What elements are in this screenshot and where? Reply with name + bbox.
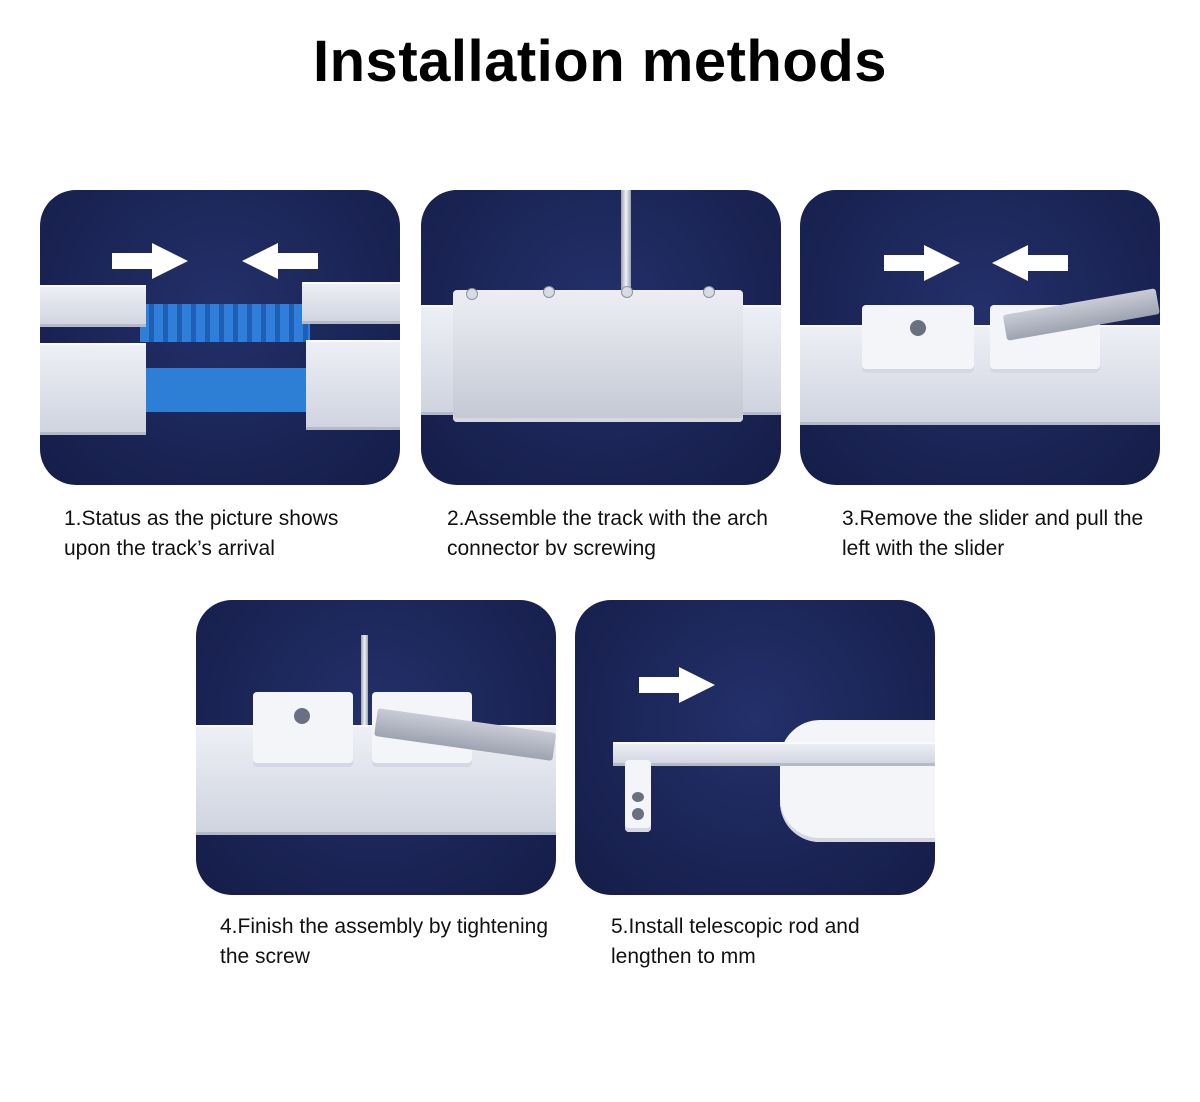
screw-icon (543, 286, 555, 298)
step-5-caption: 5.Install telescopic rod and lengthen to… (611, 915, 860, 968)
screw-icon (703, 286, 715, 298)
track-left-lower (40, 343, 146, 435)
step-4-image (196, 600, 556, 895)
motor-housing (780, 720, 935, 842)
slider-left (862, 305, 974, 373)
track-right-upper (302, 282, 400, 324)
slider-hole (910, 320, 926, 336)
screw-shaft (361, 635, 368, 755)
flat-belt (140, 368, 310, 412)
slider-hole (294, 708, 310, 724)
screwdriver (621, 190, 631, 290)
arrow-right-icon (112, 243, 188, 279)
step-4-caption: 4.Finish the assembly by tightening the … (220, 915, 549, 968)
toothed-belt (140, 304, 310, 342)
screw-icon (466, 288, 478, 300)
step-2-caption: 2.Assemble the track with the arch conne… (447, 507, 768, 560)
slider-left (253, 692, 353, 767)
bracket-hole (632, 808, 644, 820)
step-3-caption: 3.Remove the slider and pull the left wi… (842, 507, 1144, 560)
bracket-hole (632, 792, 644, 802)
track-right-lower (306, 340, 400, 430)
telescopic-rod (613, 742, 935, 766)
track-left-upper (40, 285, 146, 327)
page-title: Installation methods (313, 29, 887, 94)
step-1-caption: 1.Status as the picture shows upon the t… (64, 507, 339, 560)
arch-connector-plate (453, 290, 743, 422)
arrow-left-icon (242, 243, 318, 279)
step-1-image (40, 190, 400, 485)
arrow-right-icon (639, 667, 715, 703)
arrow-left-icon (992, 245, 1068, 281)
arrow-right-icon (884, 245, 960, 281)
step-3-image (800, 190, 1160, 485)
screw-icon (621, 286, 633, 298)
track (800, 325, 1160, 425)
step-2-image (421, 190, 781, 485)
step-5-image (575, 600, 935, 895)
